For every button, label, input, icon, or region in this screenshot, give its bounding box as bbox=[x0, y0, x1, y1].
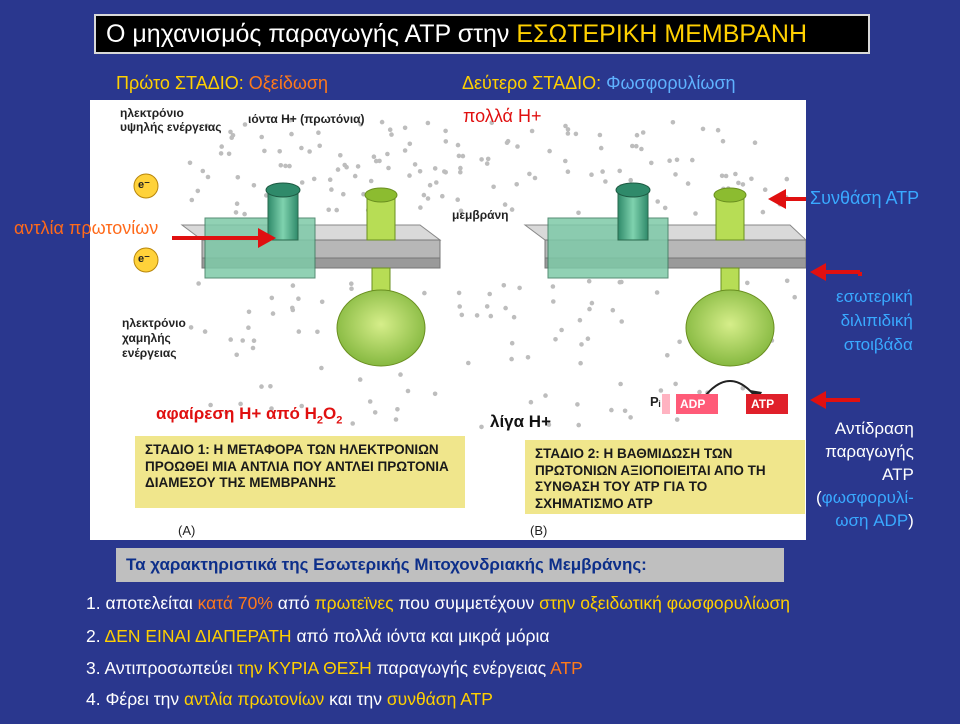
arrow-to-reaction-icon bbox=[810, 391, 860, 409]
arrow-to-bilayer-icon bbox=[810, 263, 860, 281]
characteristic-item-4: 4. Φέρει την αντλία πρωτονίων και την συ… bbox=[86, 689, 493, 710]
characteristic-item-2: 2. ΔΕΝ ΕΙΝΑΙ ΔΙΑΠΕΡΑΤΗ από πολλά ιόντα κ… bbox=[86, 626, 550, 647]
arrow-to-pump-icon bbox=[172, 228, 276, 248]
arrow-to-synthase-icon bbox=[768, 189, 806, 209]
characteristic-item-1: 1. αποτελείται κατά 70% από πρωτεϊνες πο… bbox=[86, 593, 790, 614]
characteristics-header: Τα χαρακτηριστικά της Εσωτερικής Μιτοχον… bbox=[116, 548, 784, 582]
characteristic-item-3: 3. Αντιπροσωπεύει την ΚΥΡΙΑ ΘΕΣΗ παραγωγ… bbox=[86, 658, 583, 679]
